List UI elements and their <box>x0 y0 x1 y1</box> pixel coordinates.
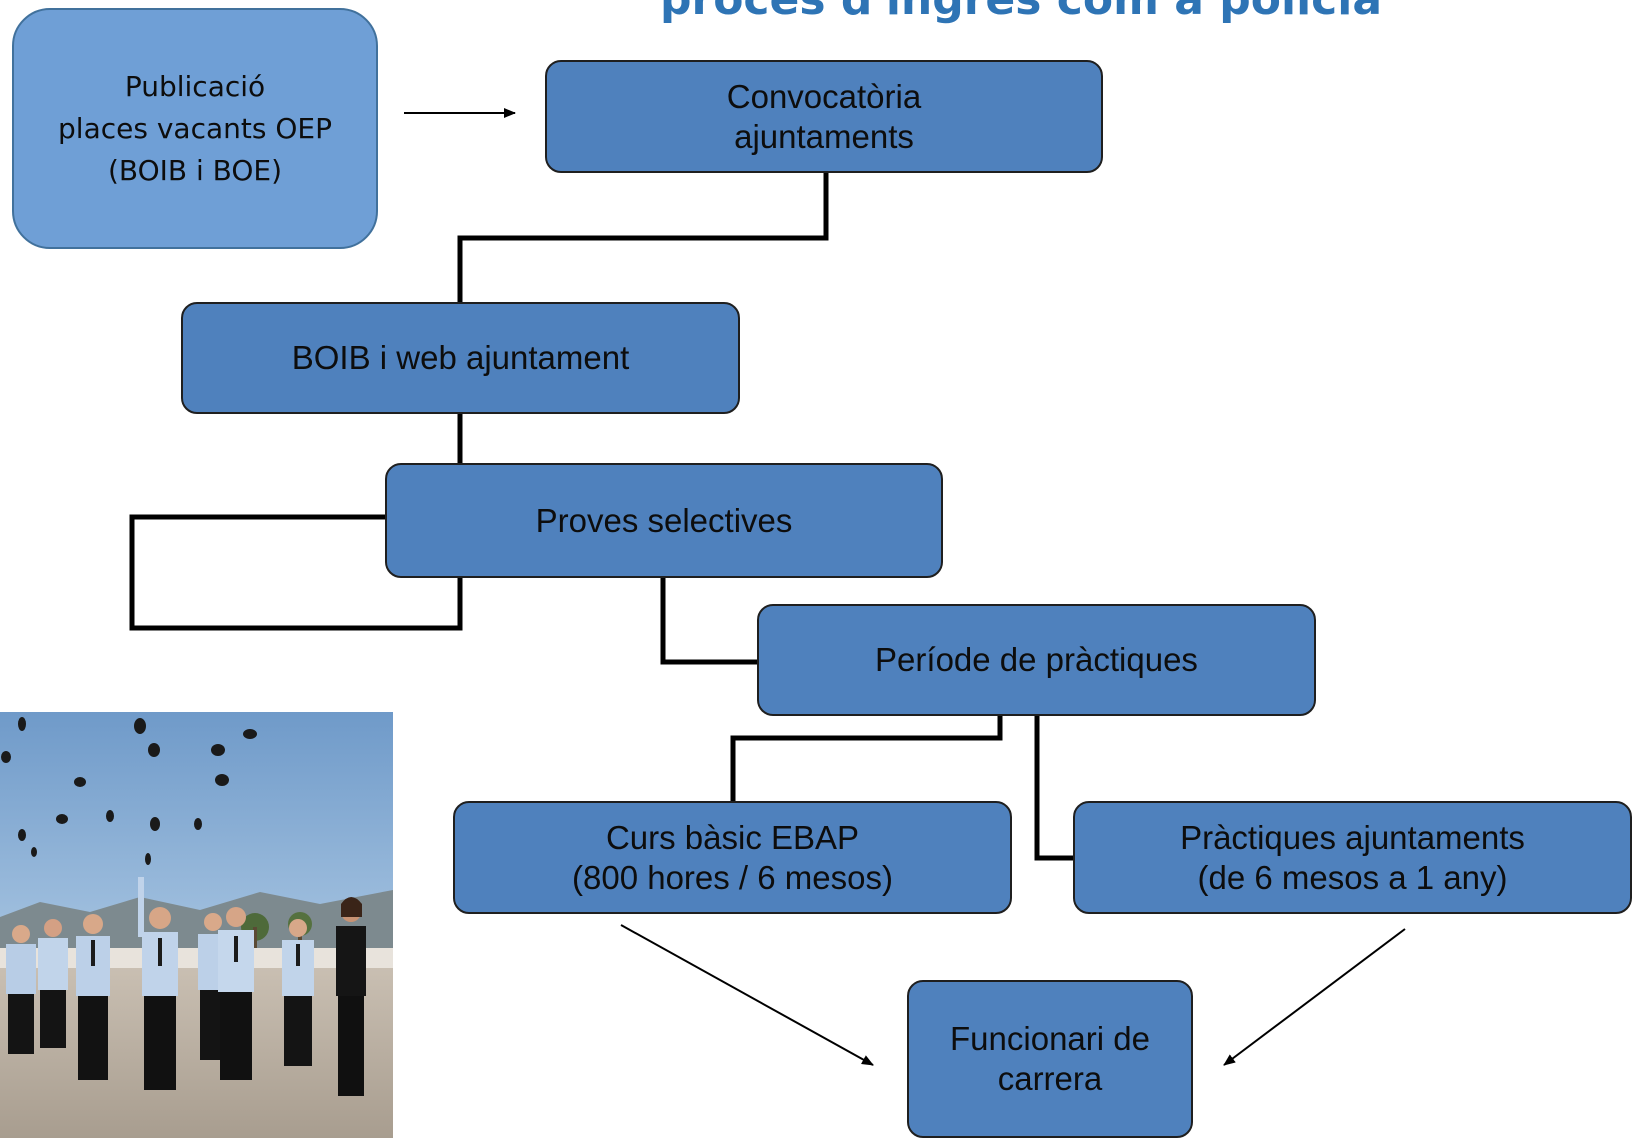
node-convocatoria-label: Convocatòria ajuntaments <box>726 77 922 155</box>
arrow-curs-to-funcionari <box>620 924 874 1066</box>
node-practiques: Pràctiques ajuntaments (de 6 mesos a 1 a… <box>1073 801 1632 914</box>
officers <box>6 877 366 1096</box>
node-proves: Proves selectives <box>385 463 943 578</box>
graduation-photo <box>0 712 393 1138</box>
node-boib-label: BOIB i web ajuntament <box>291 339 630 376</box>
connector-periode-to-practiques <box>1034 716 1073 861</box>
connector-convocatoria-to-boib <box>457 173 829 302</box>
node-funcionari: Funcionari de carrera <box>907 980 1193 1138</box>
connector-periode-to-curs <box>730 716 1003 801</box>
node-boib: BOIB i web ajuntament <box>181 302 740 414</box>
node-periode-label: Període de pràctiques <box>875 641 1198 678</box>
connector-proves-loop <box>129 514 463 631</box>
node-curs: Curs bàsic EBAP (800 hores / 6 mesos) <box>453 801 1012 914</box>
arrow-practiques-to-funcionari <box>1223 928 1406 1066</box>
node-proves-label: Proves selectives <box>535 501 793 539</box>
node-curs-label: Curs bàsic EBAP (800 hores / 6 mesos) <box>572 818 893 896</box>
diagram-title-partial: procés d'ingrés com a policia <box>660 0 1382 25</box>
node-publicacio: Publicació places vacants OEP (BOIB i BO… <box>12 8 378 249</box>
node-periode: Període de pràctiques <box>757 604 1316 716</box>
node-funcionari-label: Funcionari de carrera <box>950 1020 1150 1097</box>
node-practiques-label: Pràctiques ajuntaments (de 6 mesos a 1 a… <box>1180 818 1525 896</box>
node-publicacio-label: Publicació places vacants OEP (BOIB i BO… <box>58 69 332 187</box>
graduation-photo-illustration <box>0 712 393 1138</box>
connector-proves-to-periode <box>660 578 757 665</box>
node-convocatoria: Convocatòria ajuntaments <box>545 60 1103 173</box>
